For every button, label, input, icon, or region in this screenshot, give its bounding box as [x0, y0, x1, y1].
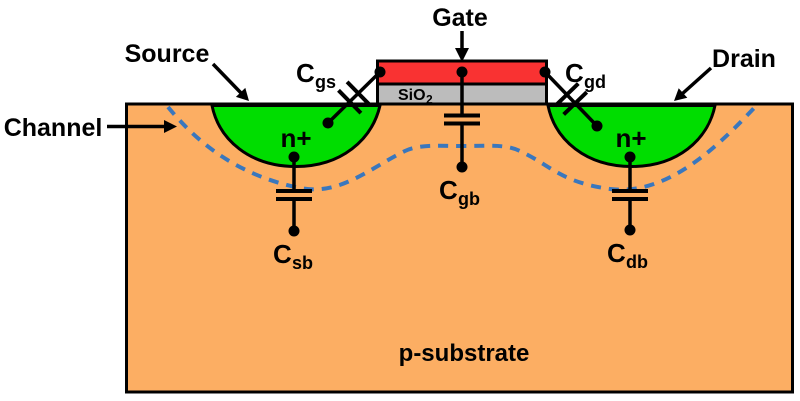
- cap-gs-symbol: [326, 70, 382, 125]
- svg-text:C: C: [439, 175, 458, 205]
- gate-arrowhead-icon: [455, 48, 469, 62]
- svg-text:gs: gs: [315, 72, 336, 92]
- cap-gb-symbol: [444, 72, 480, 167]
- channel-label: Channel: [4, 114, 103, 142]
- drain-label: Drain: [712, 45, 776, 73]
- drain-n-label: n+: [615, 123, 646, 153]
- svg-text:gd: gd: [584, 72, 606, 92]
- svg-text:sb: sb: [292, 253, 313, 273]
- cap-gb-label: C gb: [439, 175, 480, 209]
- source-arrow: [211, 62, 249, 101]
- gate-arrow: [455, 31, 469, 62]
- svg-text:db: db: [626, 252, 648, 272]
- cap-db-label: C db: [607, 238, 648, 272]
- gate-label: Gate: [432, 4, 488, 32]
- terminal-dots: [288, 66, 636, 237]
- cap-gd-symbol: [543, 70, 599, 128]
- source-arrowhead-icon: [235, 87, 249, 101]
- drain-arrowhead-icon: [674, 88, 688, 101]
- svg-text:2: 2: [426, 93, 433, 107]
- cap-gd-label: C gd: [565, 58, 606, 92]
- source-n-label: n+: [280, 123, 311, 153]
- svg-text:C: C: [565, 58, 584, 88]
- svg-text:C: C: [273, 239, 292, 269]
- substrate-label: p-substrate: [399, 340, 530, 367]
- channel-arrowhead-icon: [164, 120, 177, 133]
- drain-arrow: [674, 66, 713, 101]
- svg-text:gb: gb: [458, 189, 480, 209]
- svg-text:SiO: SiO: [398, 87, 426, 104]
- cap-sb-label: C sb: [273, 239, 313, 273]
- source-label: Source: [125, 40, 210, 68]
- svg-text:C: C: [296, 58, 315, 88]
- source-n-region: [210, 104, 382, 169]
- oxide-label: SiO 2: [398, 87, 433, 107]
- svg-text:C: C: [607, 238, 626, 268]
- channel-arrow: [107, 120, 177, 133]
- cap-gs-label: C gs: [296, 58, 336, 92]
